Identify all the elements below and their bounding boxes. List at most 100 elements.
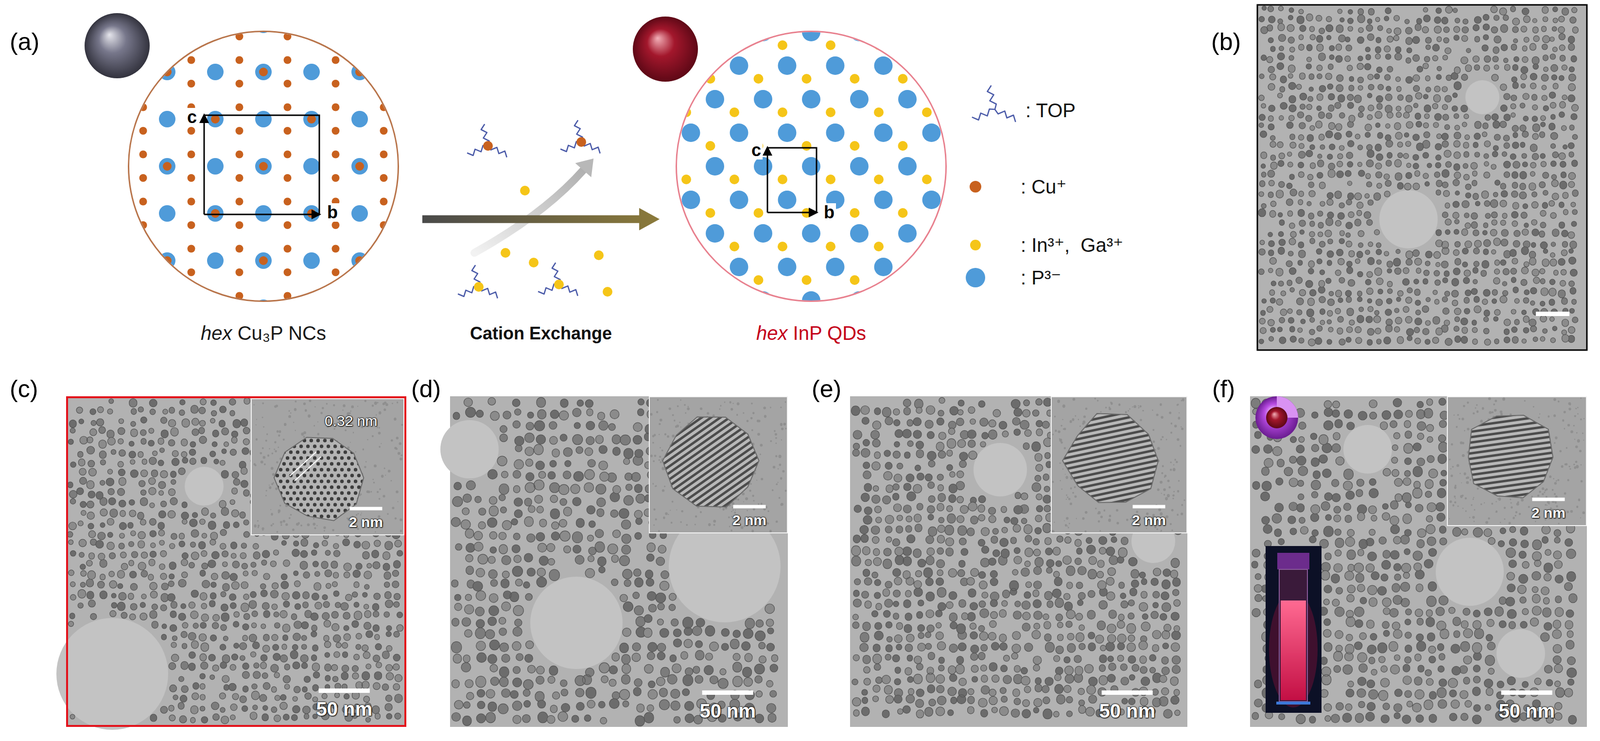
cu-ion	[139, 32, 148, 41]
cu-ion	[91, 150, 100, 159]
nanocrystal-particles	[1252, 398, 1576, 724]
in-ion	[657, 73, 668, 84]
p-ion	[970, 324, 990, 344]
tem-blank-area	[440, 419, 499, 479]
cu-ion	[403, 114, 413, 124]
p-ion	[633, 257, 653, 277]
cu-ion	[235, 268, 244, 277]
in-ion	[873, 241, 884, 252]
tem-background	[450, 396, 788, 727]
p-ion	[657, 89, 677, 109]
lattice-circle: hex InP QDs	[675, 30, 947, 302]
in-ion	[705, 140, 716, 151]
top-ligand	[972, 85, 1016, 122]
cu-ion	[91, 221, 100, 229]
p-ion	[681, 0, 701, 8]
p-ion	[609, 291, 628, 310]
axis-arrow	[203, 115, 206, 215]
p-ion	[922, 123, 941, 142]
p-ion	[303, 299, 320, 316]
cu-ion	[283, 103, 292, 112]
p-ion	[110, 157, 128, 175]
top-ligand	[457, 264, 498, 298]
p-ion	[351, 110, 368, 128]
p-ion	[681, 324, 701, 344]
p-ion	[609, 89, 628, 109]
p-ion	[399, 252, 417, 269]
p-ion	[730, 56, 749, 75]
inset-noise	[1448, 397, 1585, 525]
inset-noise	[650, 399, 787, 533]
p-ion	[110, 110, 128, 128]
in-ion	[850, 6, 860, 17]
cu-ion	[187, 56, 196, 65]
p-ion	[922, 257, 941, 277]
p-ion	[303, 110, 320, 128]
tem-panel: 50 nm2 nm	[850, 396, 1188, 727]
hrtem-inset: 2 nm	[648, 396, 788, 534]
in-ion	[898, 73, 908, 84]
cu-ion	[428, 150, 436, 159]
in-ion	[657, 275, 668, 285]
tem-blank-area	[1435, 537, 1504, 606]
in-ion	[633, 107, 644, 118]
in-ion	[873, 40, 884, 51]
in-ion	[633, 308, 644, 319]
in-ion	[705, 275, 716, 285]
cu-ion	[428, 9, 436, 18]
p-ion	[730, 0, 749, 8]
nanocrystal-particles	[1251, 398, 1578, 724]
in-ion	[970, 107, 980, 118]
p-ion	[1018, 56, 1038, 75]
in-ion	[681, 174, 692, 185]
in-ion	[681, 308, 692, 319]
p-ion	[850, 156, 869, 176]
p-ion	[826, 0, 845, 8]
scale-bar-label: 50 nm	[1498, 699, 1555, 722]
in-ion	[753, 73, 764, 84]
in-ion	[1018, 308, 1028, 319]
p-ion	[609, 224, 628, 243]
p-ion	[778, 257, 797, 277]
in-ion	[657, 342, 668, 352]
scale-bar-label: 2 nm	[1531, 504, 1566, 522]
cu-ion	[380, 9, 388, 18]
panel-label: (b)	[1211, 28, 1241, 57]
core-icon	[1266, 406, 1288, 429]
cu-ion	[331, 9, 340, 18]
p-ion	[898, 291, 917, 310]
p-ion	[946, 89, 965, 109]
p-ion	[946, 224, 965, 243]
p-ion	[922, 0, 941, 8]
cu-ion	[355, 67, 365, 77]
cu-ion	[403, 303, 413, 313]
cu-ion	[380, 79, 388, 88]
p-ion	[110, 16, 128, 34]
cu-ion	[139, 103, 148, 112]
cu-ion	[283, 32, 292, 41]
cu-ion	[380, 103, 388, 112]
cu-ion	[380, 221, 388, 229]
p-ion	[633, 0, 653, 8]
p-ion	[753, 22, 773, 42]
in-ion	[753, 6, 764, 17]
in-ion	[705, 6, 716, 17]
scale-bar	[1535, 311, 1570, 316]
cu-ion	[187, 244, 196, 253]
p-ion	[801, 224, 821, 243]
legend-swatch	[969, 180, 982, 193]
in-ion	[681, 107, 692, 118]
in-ion	[946, 73, 957, 84]
p-ion	[633, 56, 653, 75]
in-ion	[850, 208, 860, 218]
p-ion	[207, 16, 224, 34]
axis-arrow	[204, 213, 320, 216]
p-ion	[994, 291, 1013, 310]
in-ion	[850, 140, 860, 151]
cu-ion	[283, 315, 292, 324]
p-ion	[994, 224, 1013, 243]
tem-blank-area	[56, 617, 169, 730]
cu-ion	[91, 32, 100, 41]
scale-bar	[1132, 504, 1166, 509]
